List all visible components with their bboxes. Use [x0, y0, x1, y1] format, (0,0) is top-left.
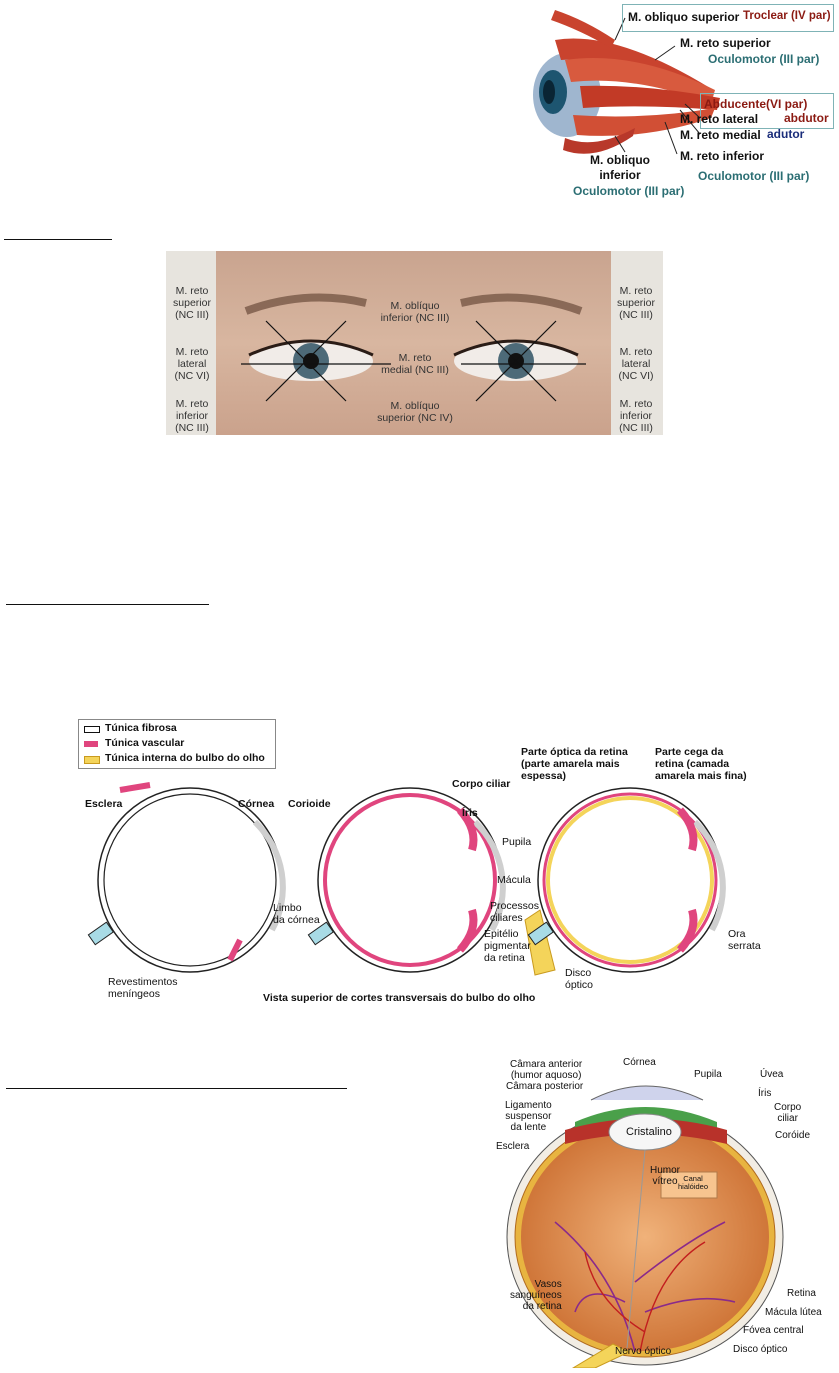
e4-cornea: Córnea [623, 1057, 656, 1068]
t3-corpo-ciliar: Corpo ciliar [452, 778, 511, 790]
e4-vasos: Vasos sanguíneos da retina [510, 1279, 562, 1312]
legend-label-fibrosa: Túnica fibrosa [105, 722, 177, 734]
heading-underline-2 [6, 604, 209, 605]
legend-label-interna: Túnica interna do bulbo do olho [105, 752, 265, 764]
t3-esclera: Esclera [85, 798, 123, 810]
face-label-left-bot: M. reto inferior (NC III) [175, 398, 209, 434]
extraocular-muscles-figure [525, 0, 839, 200]
e4-retina: Retina [787, 1288, 816, 1299]
e4-iris: Íris [758, 1088, 772, 1099]
t3-revestimentos: Revestimentos meníngeos [108, 976, 178, 1000]
label-abdutor: abdutor [784, 111, 829, 125]
face-label-left-mid: M. reto lateral (NC VI) [174, 346, 210, 382]
t3-corioide: Corioide [288, 798, 331, 810]
e4-camara-posterior: Câmara posterior [506, 1081, 584, 1092]
face-label-center-mid: M. reto medial (NC III) [381, 352, 449, 376]
e4-corpo-ciliar: Corpo ciliar [774, 1102, 802, 1124]
label-m-reto-inferior: M. reto inferior [680, 149, 765, 163]
legend-swatch-vascular [84, 741, 98, 747]
t3-cornea: Córnea [238, 798, 275, 810]
abducente-box [700, 93, 834, 129]
label-m-reto-superior: M. reto superior [680, 36, 771, 50]
e4-esclera: Esclera [496, 1141, 530, 1152]
e4-fovea: Fóvea central [743, 1325, 804, 1336]
eye-muscles-illustration [533, 10, 720, 155]
heading-underline-3 [6, 1088, 347, 1089]
t3-ora: Ora serrata [728, 928, 761, 952]
tunics-cross-sections [87, 782, 726, 976]
t3-macula: Mácula [497, 874, 531, 886]
legend-swatch-interna [84, 756, 100, 764]
e4-ligamento: Ligamento suspensor da lente [505, 1100, 552, 1133]
t3-parte-optica: Parte óptica da retina (parte amarela ma… [521, 746, 628, 782]
legend-swatch-fibrosa [84, 726, 100, 733]
label-troclear: Troclear (IV par) [743, 10, 831, 22]
label-m-reto-medial: M. reto medial [680, 128, 761, 142]
label-oculomotor-2: Oculomotor (III par) [573, 184, 685, 198]
e4-pupila: Pupila [694, 1069, 722, 1080]
e4-uvea: Úvea [760, 1069, 784, 1080]
label-m-obliquo-superior: M. obliquo superior [628, 10, 740, 24]
face-label-center-top: M. oblíquo inferior (NC III) [380, 300, 450, 324]
eye-anatomy-illustration [506, 1085, 784, 1369]
label-oculomotor-1: Oculomotor (III par) [708, 52, 820, 66]
tunics-diagrams [80, 770, 740, 1000]
e4-camara-anterior: Câmara anterior (humor aquoso) [510, 1059, 583, 1081]
e4-canal: Canal hialóideo [678, 1174, 709, 1191]
e4-cristalino: Cristalino [626, 1126, 672, 1138]
t3-caption: Vista superior de cortes transversais do… [263, 992, 536, 1004]
face-label-right-bot: M. reto inferior (NC III) [619, 398, 653, 434]
eye-anatomy-figure [495, 1052, 835, 1369]
e4-macula: Mácula lútea [765, 1307, 822, 1318]
legend-label-vascular: Túnica vascular [105, 737, 185, 749]
e4-disco: Disco óptico [733, 1344, 788, 1355]
t3-limbo: Limbo da córnea [273, 902, 320, 926]
label-m-obliquo-inferior: M. obliquo inferior [590, 153, 650, 182]
e4-humor: Humor vítreo [650, 1165, 681, 1187]
face-label-right-mid: M. reto lateral (NC VI) [618, 346, 654, 382]
t3-parte-cega: Parte cega da retina (camada amarela mai… [655, 746, 747, 782]
face-photo [216, 251, 611, 435]
face-label-right-top: M. reto superior (NC III) [617, 285, 655, 321]
label-m-reto-lateral: M. reto lateral [680, 112, 759, 126]
label-abducente: Abducente(VI par) [704, 97, 808, 111]
t3-epitelio: Epitélio pigmentar da retina [484, 928, 531, 964]
face-photo-illustration [216, 251, 611, 435]
face-label-left-top: M. reto superior (NC III) [173, 285, 211, 321]
t3-processos: Processos ciliares [490, 900, 540, 924]
t3-disco: Disco óptico [565, 967, 594, 991]
e4-coroide: Coróide [775, 1130, 811, 1141]
t3-iris: Íris [462, 807, 478, 819]
e4-nervo: Nervo óptico [615, 1346, 672, 1357]
tunics-legend: Túnica fibrosa Túnica vascular Túnica in… [78, 719, 276, 769]
troclear-box [622, 4, 834, 32]
label-oculomotor-3: Oculomotor (III par) [698, 169, 810, 183]
label-adutor: adutor [767, 127, 805, 141]
face-label-center-bot: M. oblíquo superior (NC IV) [377, 400, 453, 424]
t3-pupila: Pupila [502, 836, 532, 848]
heading-underline-1 [4, 239, 112, 240]
